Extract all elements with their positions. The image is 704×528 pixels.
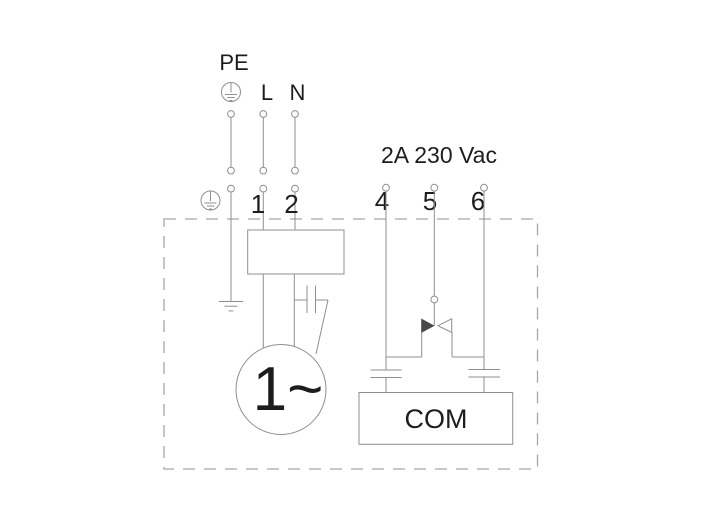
run-capacitor-icon — [294, 285, 329, 355]
terminal-block-box — [247, 229, 345, 275]
terminal-circle — [382, 183, 390, 192]
terminal-circle — [227, 166, 235, 175]
rating-label: 2A 230 Vac — [381, 142, 497, 168]
wire — [315, 299, 329, 355]
ground-icon — [219, 301, 243, 312]
terminal-circle — [291, 166, 299, 175]
terminal-circle — [480, 183, 488, 192]
terminal-1-label: 1 — [251, 189, 265, 219]
terminal-5-label: 5 — [423, 186, 437, 216]
terminal-circle — [291, 110, 299, 118]
capacitor-terminal4-icon — [370, 369, 402, 378]
terminal-6-label: 6 — [471, 186, 485, 216]
capacitor-terminal6-icon — [468, 369, 500, 378]
triac-icon — [386, 317, 484, 358]
motor-phase-label: 1~ — [253, 355, 324, 424]
terminal-circle — [430, 295, 439, 304]
pe-label: PE — [219, 50, 248, 75]
terminal-circle — [430, 183, 439, 192]
terminal-2-label: 2 — [284, 189, 298, 219]
protective-earth-icon — [221, 82, 241, 102]
terminal-circle — [227, 184, 235, 193]
line-label: L — [261, 80, 273, 105]
terminal-circle — [259, 166, 268, 175]
com-box — [358, 392, 514, 445]
protective-earth-entry-icon — [200, 190, 221, 211]
terminal-circle — [259, 110, 268, 118]
terminal-circle — [291, 184, 299, 193]
dashed-enclosure — [163, 218, 539, 470]
triac-open-triangle — [436, 317, 453, 334]
terminal-circle — [259, 184, 268, 193]
triac-filled-triangle — [421, 318, 435, 334]
com-label: COM — [405, 404, 468, 434]
neutral-label: N — [290, 80, 306, 105]
terminal-circle — [227, 110, 235, 118]
motor-circle — [235, 344, 327, 435]
